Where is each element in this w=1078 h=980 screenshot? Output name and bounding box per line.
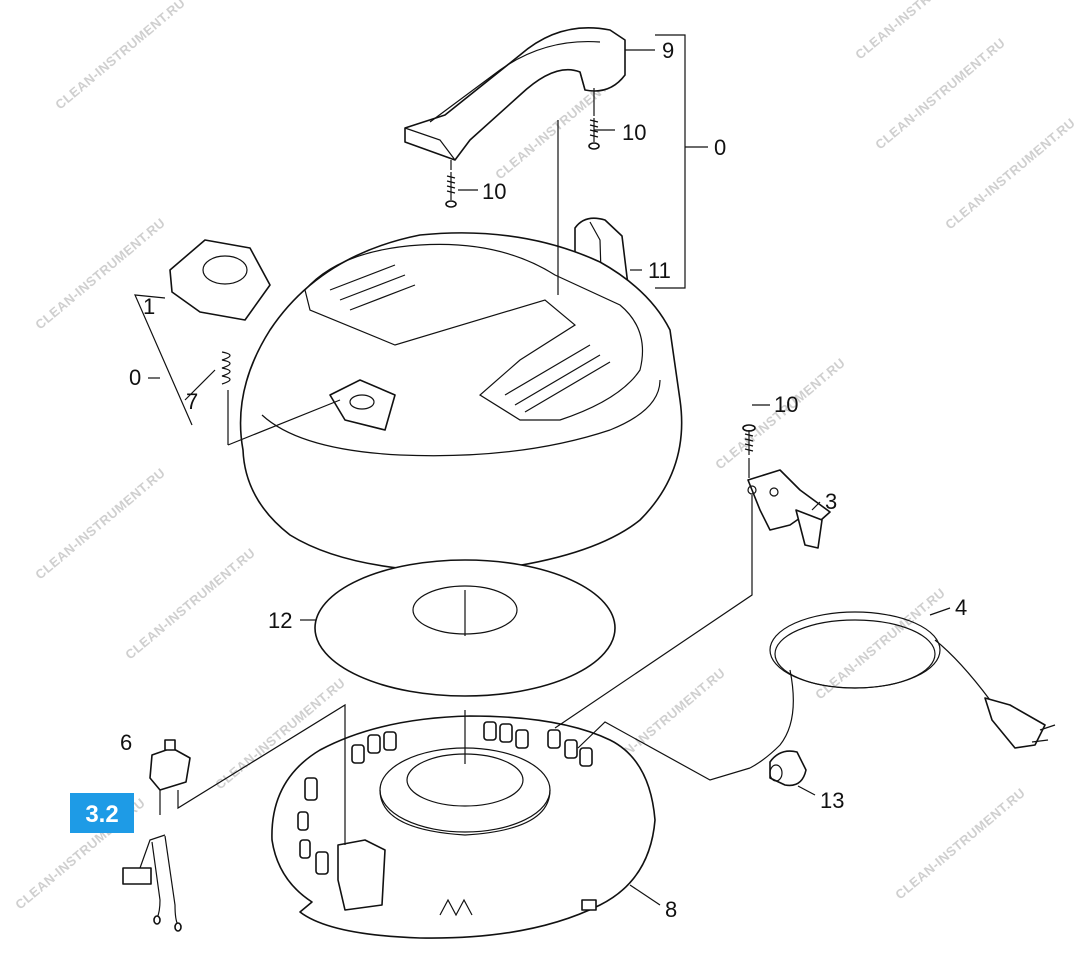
screw-switch [742,424,756,455]
watermark-text: CLEAN-INSTRUMENT.RU [942,115,1078,232]
leader-lines [134,34,951,906]
watermark-text: CLEAN-INSTRUMENT.RU [872,35,1008,152]
callout-3: 3 [825,489,837,514]
part-wire-harness [122,834,182,932]
base-bosses [297,721,593,875]
callout-0: 0 [129,365,141,390]
callout-1: 1 [143,294,155,319]
callout-6: 6 [120,730,132,755]
callout-10: 10 [622,120,646,145]
part-handle [404,27,626,161]
callout-labels: 9 10 10 0 11 1 0 7 10 3 12 4 6 13 8 [120,38,967,922]
part-base-plate [271,710,656,939]
part-filter-disc [314,559,616,697]
screw-handle-right [588,118,600,150]
part-cap [169,239,271,321]
watermark-text: CLEAN-INSTRUMENT.RU [852,0,988,62]
callout-11: 11 [648,258,671,283]
callout-10: 10 [482,179,506,204]
callout-0: 0 [714,135,726,160]
badge-label: 3.2 [85,801,118,828]
callout-13: 13 [820,788,844,813]
screw-handle-left [445,172,457,208]
part-ferrite [769,750,807,787]
badge-background [70,793,134,833]
callout-9: 9 [662,38,674,63]
part-switch [149,739,191,815]
part-switch-bracket [747,469,831,549]
callout-12: 12 [268,608,292,633]
watermark-text: CLEAN-INSTRUMENT.RU [32,465,168,582]
callout-10: 10 [774,392,798,417]
callout-7: 7 [186,389,198,414]
part-power-cord [749,611,1056,769]
callout-8: 8 [665,897,677,922]
watermark-text: CLEAN-INSTRUMENT.RU [892,785,1028,902]
badge-3-2[interactable]: 3.2 [70,793,134,833]
part-motor-head [239,232,683,573]
watermark-text: CLEAN-INSTRUMENT.RU [52,0,188,112]
watermark-text: CLEAN-INSTRUMENT.RU [122,545,258,662]
callout-4: 4 [955,595,967,620]
watermark-text: CLEAN-INSTRUMENT.RU [812,585,948,702]
part-spring [221,351,231,385]
